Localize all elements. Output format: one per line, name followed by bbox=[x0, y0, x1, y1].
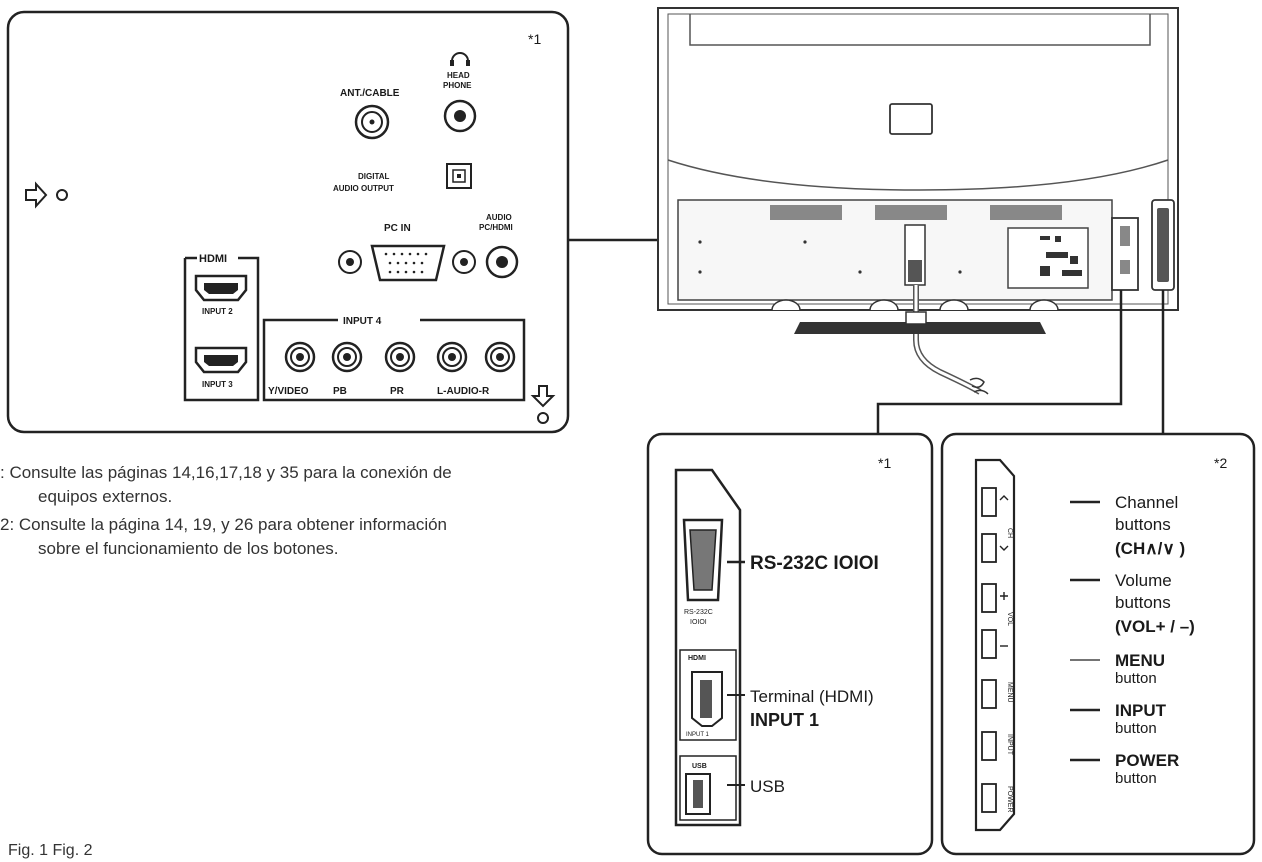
pb-jack bbox=[331, 341, 363, 373]
hdmi-small-label: HDMI bbox=[688, 655, 706, 662]
panel-marker: *1 bbox=[528, 31, 541, 47]
pb-label: PB bbox=[333, 386, 347, 397]
audio-pc-hdmi-jack bbox=[485, 245, 519, 279]
channel-label-2: buttons bbox=[1115, 515, 1171, 534]
rs232c-port bbox=[682, 518, 724, 602]
input1-label: INPUT 1 bbox=[750, 710, 819, 730]
volume-code: (VOL+ / –) bbox=[1115, 617, 1195, 636]
menu-sub-label: button bbox=[1115, 670, 1157, 687]
headphone-icon bbox=[450, 52, 470, 66]
btn-vol-label: VOL bbox=[1006, 612, 1013, 626]
l-audio-r-label: L-AUDIO-R bbox=[437, 386, 490, 397]
rs232c-small-label-2: IOIOI bbox=[690, 619, 707, 626]
btn-menu-label: MENU bbox=[1006, 682, 1013, 703]
hdmi-port-input3 bbox=[194, 346, 248, 374]
button-column bbox=[981, 487, 997, 813]
arrow-down-icon bbox=[530, 385, 556, 424]
arrow-right-icon bbox=[25, 181, 68, 209]
input1-small-label: INPUT 1 bbox=[686, 732, 710, 738]
r-audio-jack bbox=[484, 341, 516, 373]
btn-input-label: INPUT bbox=[1006, 734, 1013, 756]
audio-label-1: AUDIO bbox=[486, 213, 512, 222]
chevron-icons bbox=[999, 495, 1009, 647]
channel-code: (CH∧/∨ ) bbox=[1115, 539, 1185, 558]
input-label: INPUT bbox=[1115, 701, 1167, 720]
side-button-panel: *2 CH VOL MENU INPUT POWER Channel butto… bbox=[940, 432, 1256, 856]
hdmi-port-input2 bbox=[194, 274, 248, 302]
tv-rear-view bbox=[657, 7, 1179, 395]
headphone-label-2: PHONE bbox=[443, 81, 472, 90]
usb-label: USB bbox=[750, 777, 785, 796]
power-sub-label: button bbox=[1115, 770, 1157, 787]
input4-label: INPUT 4 bbox=[343, 316, 382, 327]
headphone-jack bbox=[443, 99, 477, 133]
l-audio-jack bbox=[436, 341, 468, 373]
hdmi-port-input1 bbox=[691, 671, 723, 727]
y-video-jack bbox=[284, 341, 316, 373]
digital-label-2: AUDIO OUTPUT bbox=[333, 184, 394, 193]
digital-label-1: DIGITAL bbox=[358, 172, 390, 181]
side2-marker: *2 bbox=[1214, 455, 1227, 471]
side1-marker: *1 bbox=[878, 455, 891, 471]
terminal-label: Terminal (HDMI) bbox=[750, 687, 874, 706]
btn-power-label: POWER bbox=[1006, 786, 1013, 812]
ant-cable-label: ANT./CABLE bbox=[340, 88, 400, 99]
usb-small-label: USB bbox=[692, 763, 707, 770]
volume-label-2: buttons bbox=[1115, 593, 1171, 612]
y-video-label: Y/VIDEO bbox=[268, 386, 309, 397]
ant-cable-jack bbox=[354, 104, 390, 140]
menu-label: MENU bbox=[1115, 651, 1165, 670]
input-sub-label: button bbox=[1115, 720, 1157, 737]
side-terminal-panel: *1 RS-232C IOIOI RS-232C IOIOI HDMI INPU… bbox=[646, 432, 934, 856]
usb-port bbox=[685, 773, 711, 815]
audio-label-2: PC/HDMI bbox=[479, 223, 513, 232]
input2-label: INPUT 2 bbox=[202, 307, 233, 316]
pc-in-vga-port bbox=[338, 244, 476, 282]
headphone-label-1: HEAD bbox=[447, 71, 470, 80]
power-label: POWER bbox=[1115, 751, 1179, 770]
pr-label: PR bbox=[390, 386, 405, 397]
optical-jack bbox=[446, 163, 472, 189]
input4-block: INPUT 4 Y/VIDEO PB PR L-AUDIO-R bbox=[262, 316, 526, 402]
note-2: 2: Consulte la página 14, 19, y 26 para … bbox=[0, 515, 448, 534]
pr-jack bbox=[384, 341, 416, 373]
input3-label: INPUT 3 bbox=[202, 380, 233, 389]
rs232c-label: RS-232C IOIOI bbox=[750, 553, 879, 574]
pc-in-label: PC IN bbox=[384, 223, 411, 234]
figure-caption: Fig. 1 Fig. 2 bbox=[8, 842, 93, 859]
callout-line-side1 bbox=[876, 290, 1123, 434]
rear-terminal-panel: *1 ANT./CABLE HEAD PHONE DIGITAL AUDIO O… bbox=[6, 10, 570, 434]
btn-ch-label: CH bbox=[1006, 528, 1013, 538]
rs232c-small-label-1: RS-232C bbox=[684, 609, 713, 616]
note-1b: equipos externos. bbox=[38, 487, 173, 506]
vesa-plate bbox=[889, 103, 933, 135]
hdmi-block: HDMI INPUT 2 INPUT 3 bbox=[183, 253, 260, 402]
channel-label-1: Channel bbox=[1115, 493, 1178, 512]
volume-label-1: Volume bbox=[1115, 571, 1172, 590]
note-1: : Consulte las páginas 14,16,17,18 y 35 … bbox=[0, 463, 452, 482]
note-2b: sobre el funcionamiento de los botones. bbox=[38, 539, 339, 558]
hdmi-logo: HDMI bbox=[199, 253, 227, 265]
